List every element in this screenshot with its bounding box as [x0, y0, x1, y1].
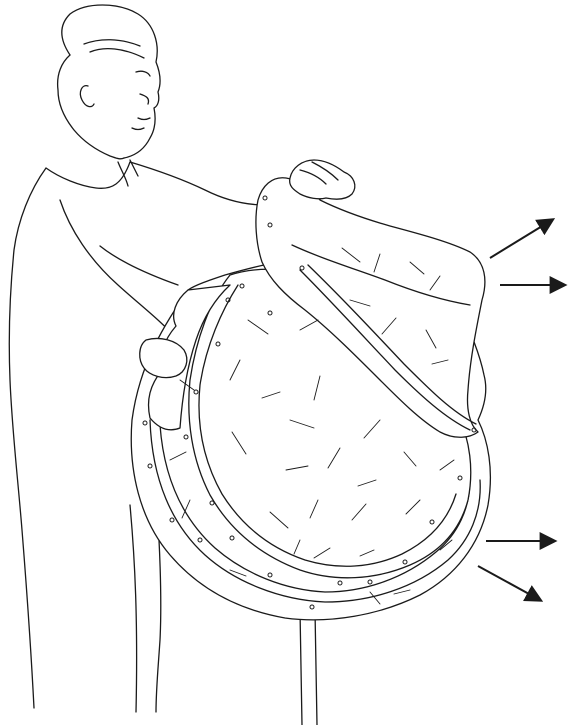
- person-ear: [80, 86, 94, 107]
- motion-arrows: [478, 220, 564, 600]
- bag-cover: [131, 178, 490, 620]
- right-arrow-icon: [478, 566, 540, 600]
- person-face: [132, 71, 150, 129]
- right-arrow-icon: [490, 220, 552, 258]
- person-head: [58, 5, 161, 159]
- person-torso: [9, 168, 46, 708]
- stand-pole: [300, 610, 317, 725]
- person-arm: [60, 200, 178, 340]
